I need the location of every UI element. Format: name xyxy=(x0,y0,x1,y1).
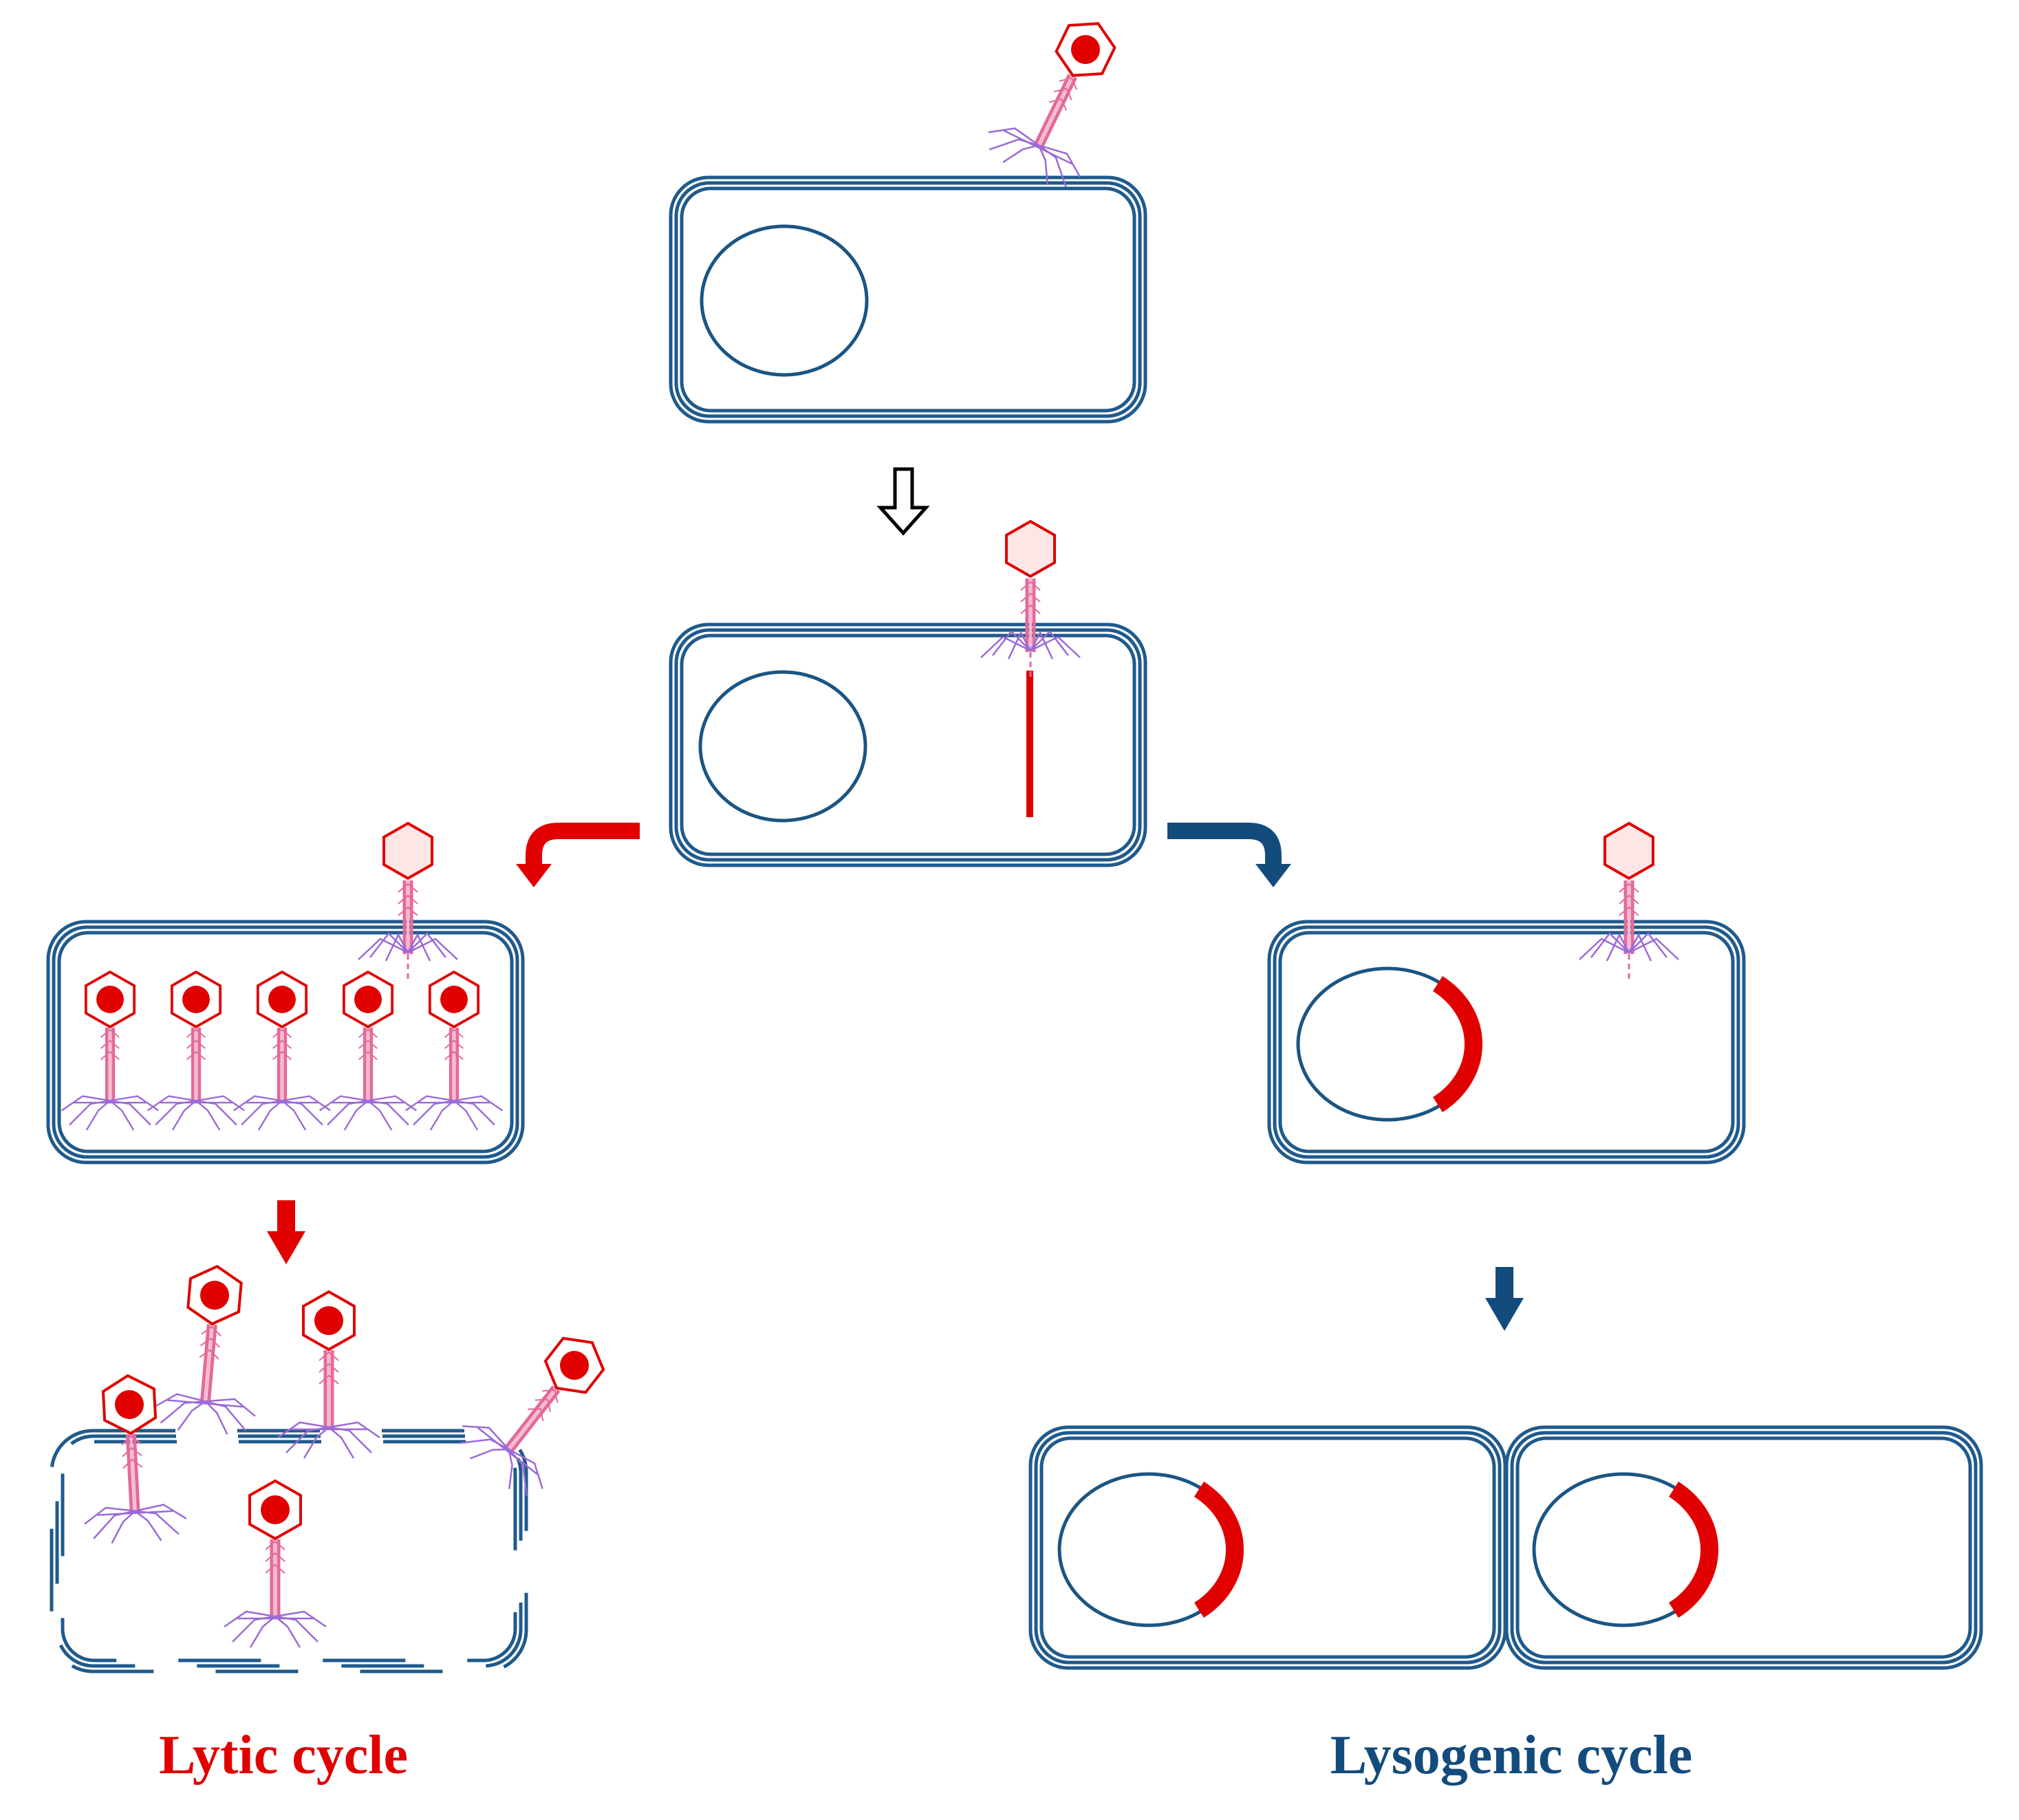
progeny-phage xyxy=(234,972,331,1130)
released-phage xyxy=(152,1262,268,1437)
arrow-to-lytic xyxy=(516,823,640,887)
bacterium-lytic-replicating xyxy=(46,920,525,1164)
bacterial-chromosome xyxy=(700,224,869,377)
progeny-phage xyxy=(320,972,417,1130)
progeny-phages xyxy=(62,972,503,1130)
lysogenic-cycle-label: Lysogenic cycle xyxy=(1330,1725,1693,1786)
phage-injecting xyxy=(358,823,457,982)
progeny-phage xyxy=(148,972,245,1130)
phage-attaching xyxy=(980,1,1144,195)
released-phages xyxy=(77,1262,632,1647)
released-phage xyxy=(278,1292,380,1458)
down-arrow-lysogenic xyxy=(1485,1267,1524,1331)
daughter-cell-left xyxy=(1028,1425,1507,1670)
bacterium-lysed xyxy=(50,1429,528,1673)
progeny-phage xyxy=(406,972,503,1130)
prophage-dna xyxy=(1194,1482,1244,1618)
prophage-dna xyxy=(1668,1482,1718,1618)
bacterium-lysogen xyxy=(1267,920,1746,1164)
released-phage xyxy=(77,1373,187,1544)
daughter-cell-right xyxy=(1504,1425,1983,1670)
bacterial-chromosome xyxy=(698,670,867,823)
arrow-to-lysogenic xyxy=(1167,823,1291,887)
progeny-phage xyxy=(62,972,159,1130)
released-phage xyxy=(224,1481,326,1647)
bacterium-initial xyxy=(669,175,1147,424)
lytic-cycle-label: Lytic cycle xyxy=(159,1725,408,1786)
prophage-dna xyxy=(1432,976,1482,1112)
bacterium-infected xyxy=(669,622,1147,867)
phage-injecting xyxy=(981,521,1080,680)
down-arrow-lytic xyxy=(267,1200,305,1264)
released-phage xyxy=(450,1311,633,1505)
down-arrow-hollow xyxy=(876,467,930,536)
phage-injecting xyxy=(1579,823,1678,982)
